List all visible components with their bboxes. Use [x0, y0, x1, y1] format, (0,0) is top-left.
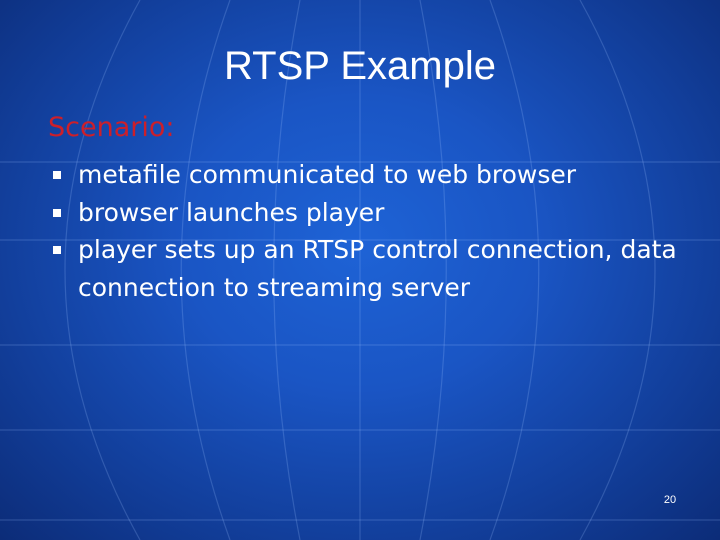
- square-bullet-icon: [53, 246, 61, 254]
- bullet-item: player sets up an RTSP control connectio…: [50, 231, 710, 306]
- bullet-list: metafile communicated to web browser bro…: [50, 156, 710, 306]
- square-bullet-icon: [53, 171, 61, 179]
- bullet-item: metafile communicated to web browser: [50, 156, 710, 194]
- bullet-text: metafile communicated to web browser: [78, 160, 577, 189]
- square-bullet-icon: [53, 208, 61, 217]
- scenario-heading: Scenario:: [48, 112, 175, 143]
- bullet-text: player sets up an RTSP control connectio…: [78, 235, 677, 302]
- bullet-item: browser launches player: [50, 194, 710, 232]
- bullet-text: browser launches player: [78, 197, 385, 227]
- page-number: 20: [663, 494, 677, 506]
- slide-title: RTSP Example: [224, 44, 496, 88]
